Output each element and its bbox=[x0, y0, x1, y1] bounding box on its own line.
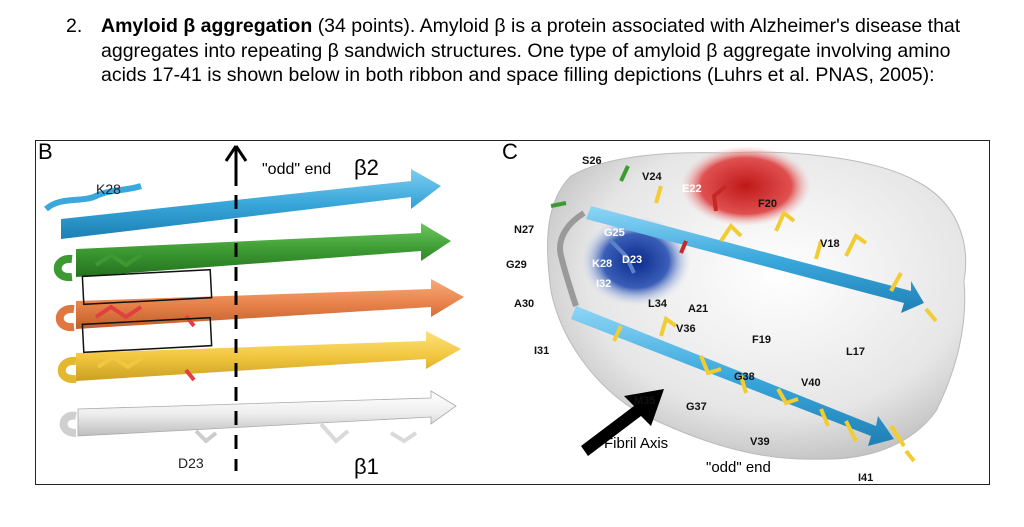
residue-label: L34 bbox=[648, 298, 667, 310]
side-chains bbox=[94, 252, 418, 444]
question-number: 2. bbox=[66, 15, 83, 37]
space-filling-model bbox=[547, 146, 967, 463]
charged-side-chains bbox=[550, 165, 728, 274]
residue-label: V36 bbox=[676, 323, 696, 335]
residue-label: I32 bbox=[596, 278, 612, 290]
upper-beta-strand bbox=[586, 206, 924, 313]
residue-k28-label: K28 bbox=[96, 181, 121, 197]
strand-green bbox=[53, 223, 451, 282]
beta1-label: β1 bbox=[354, 454, 379, 479]
residue-label: L17 bbox=[846, 346, 865, 358]
ribbon-diagram bbox=[44, 145, 464, 471]
panel-c-letter: C bbox=[502, 140, 518, 164]
lower-beta-strand bbox=[571, 306, 894, 446]
panel-c-odd-end-label: "odd" end bbox=[706, 459, 771, 476]
beta2-label: β2 bbox=[354, 155, 379, 180]
residue-label: G25 bbox=[604, 227, 625, 239]
highlight-box-1 bbox=[81, 268, 213, 306]
residue-label: G37 bbox=[686, 401, 707, 413]
residue-label: G29 bbox=[506, 259, 527, 271]
panel-b-odd-end-label: "odd" end bbox=[262, 161, 332, 178]
residue-label: V39 bbox=[750, 436, 770, 448]
residue-label: A21 bbox=[688, 303, 709, 315]
residue-label: S26 bbox=[582, 155, 602, 167]
residue-label: V24 bbox=[642, 171, 662, 183]
residue-label: A30 bbox=[514, 298, 535, 310]
residue-label: F20 bbox=[758, 198, 777, 210]
residue-d23-label: D23 bbox=[178, 455, 204, 471]
figure-panel: B bbox=[35, 140, 990, 485]
residue-label: K28 bbox=[592, 258, 613, 270]
hydrophobic-side-chains bbox=[612, 185, 938, 463]
question-title: Amyloid β aggregation bbox=[101, 15, 313, 37]
strand-yellow bbox=[57, 331, 461, 384]
strand-orange bbox=[55, 279, 464, 332]
question-body: (34 points). Amyloid β is a protein asso… bbox=[101, 15, 961, 86]
panel-b-letter: B bbox=[38, 140, 53, 164]
residue-label: M35 bbox=[634, 395, 656, 407]
residue-label: V40 bbox=[801, 377, 821, 389]
question-text: 2. Amyloid β aggregation (34 points). Am… bbox=[66, 14, 986, 88]
highlight-box-2 bbox=[81, 316, 213, 354]
residue-label: E22 bbox=[682, 183, 702, 195]
residue-label: I41 bbox=[858, 472, 874, 484]
fibril-axis-label: Fibril Axis bbox=[604, 435, 669, 452]
fibril-axis-arrow bbox=[581, 389, 664, 456]
residue-label: N27 bbox=[514, 224, 535, 236]
residue-label: I31 bbox=[534, 345, 550, 357]
fibril-axis-line bbox=[224, 145, 248, 471]
residue-label: D23 bbox=[622, 254, 643, 266]
strand-white bbox=[59, 390, 457, 437]
residue-label: F19 bbox=[752, 334, 771, 346]
strand-blue bbox=[44, 169, 441, 239]
residue-label: V18 bbox=[820, 238, 840, 250]
turn-loop bbox=[557, 210, 586, 307]
residue-label: G38 bbox=[734, 371, 755, 383]
